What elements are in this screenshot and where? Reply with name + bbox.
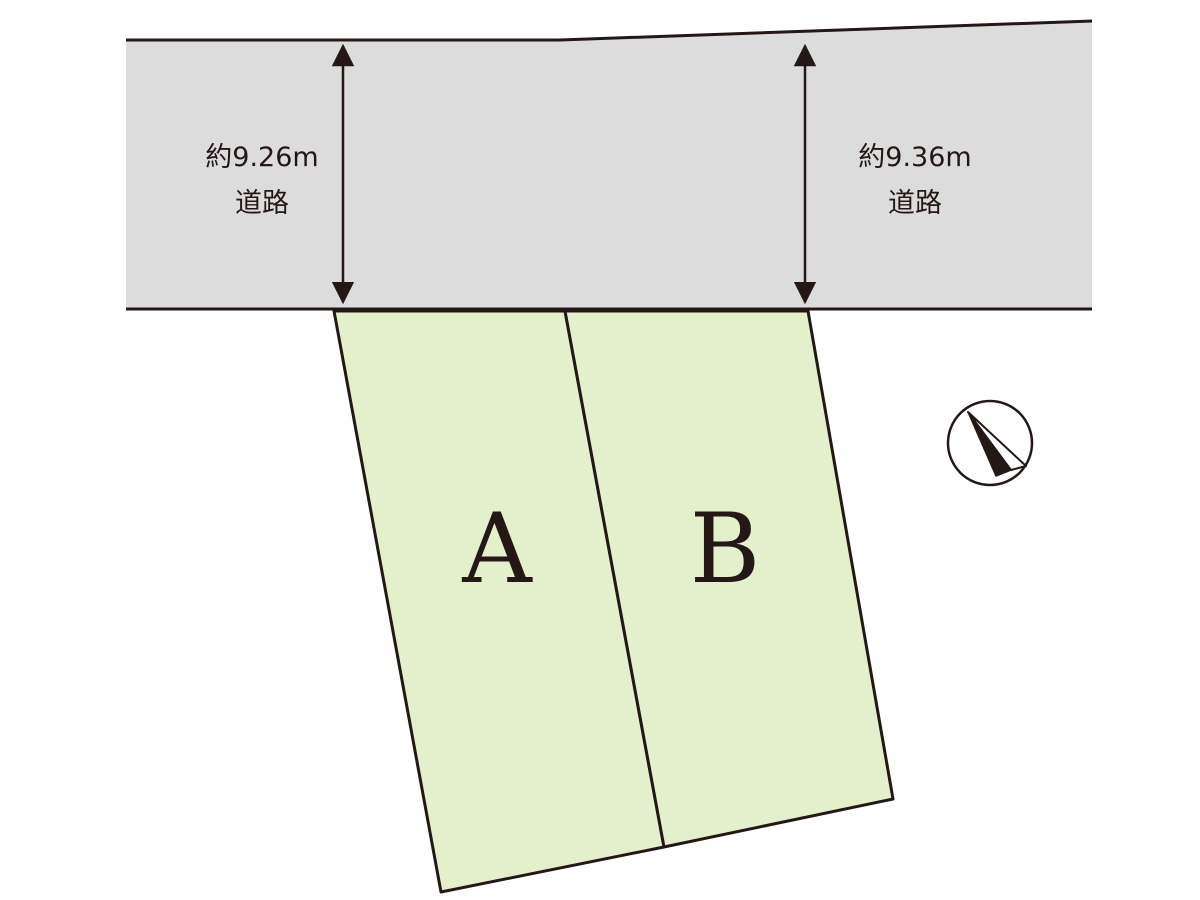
road-width-label-left: 約9.26m	[205, 142, 318, 173]
road-width-label-right: 約9.36m	[858, 142, 971, 173]
lot-b-label: B	[690, 493, 761, 605]
road-name-label-right: 道路	[888, 188, 942, 219]
north-arrow-icon	[946, 399, 1034, 487]
road-name-label-left: 道路	[235, 188, 289, 219]
lot-a-label: A	[461, 493, 533, 605]
lot-b	[563, 309, 895, 849]
road: 約9.26m 道路 約9.36m 道路	[126, 19, 1093, 311]
road-edge-north	[126, 19, 1093, 42]
lots: A B	[332, 309, 895, 894]
road-area	[126, 21, 1092, 309]
